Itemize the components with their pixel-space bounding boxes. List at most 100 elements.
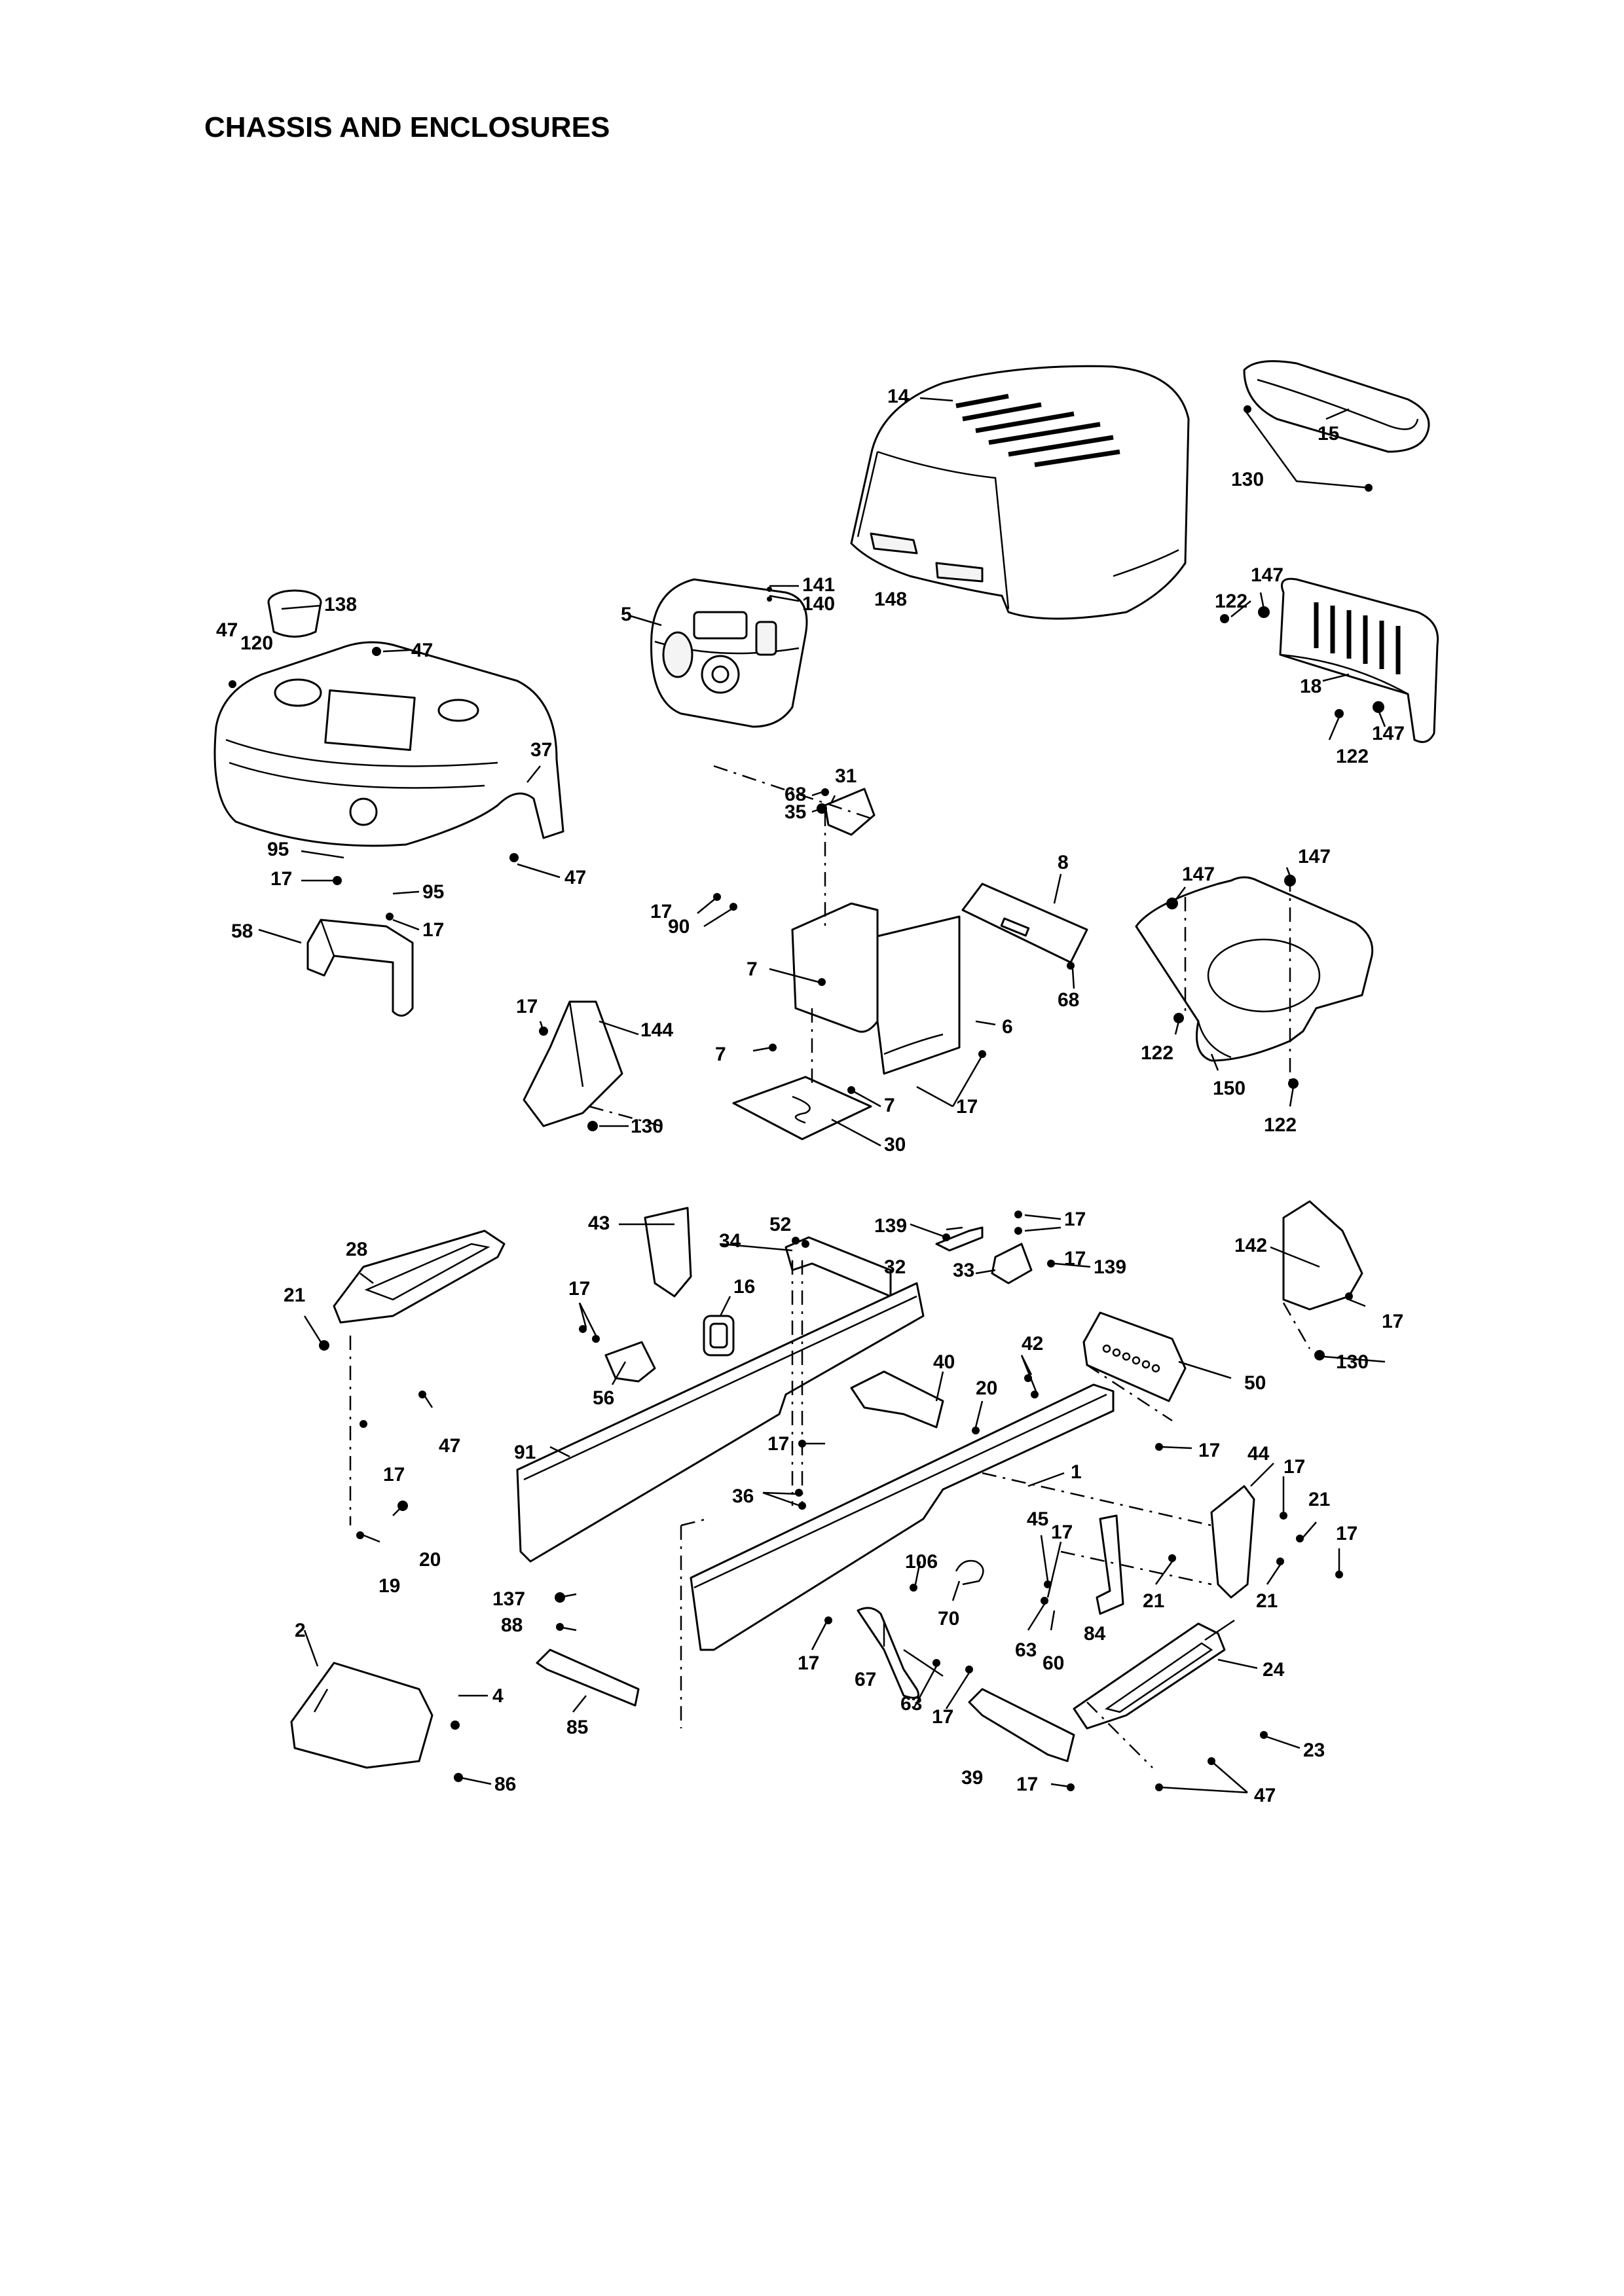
foot-rest-part-24 — [1073, 1622, 1226, 1730]
part-label: 47 — [439, 1435, 460, 1457]
page-title: CHASSIS AND ENCLOSURES — [204, 111, 610, 143]
part-label: 52 — [769, 1214, 791, 1235]
part-label: 15 — [1318, 423, 1339, 445]
link-part-70 — [955, 1559, 984, 1586]
leader-lines — [258, 397, 1386, 1794]
part-label: 1 — [1071, 1461, 1082, 1483]
part-label: 8 — [1058, 852, 1069, 873]
part-label: 42 — [1022, 1333, 1043, 1355]
part-label: 40 — [933, 1351, 955, 1373]
pedal-part-84 — [1096, 1514, 1124, 1615]
part-label: 17 — [767, 1433, 789, 1455]
part-label: 91 — [514, 1442, 536, 1463]
part-label: 17 — [568, 1278, 590, 1300]
part-label: 7 — [884, 1095, 895, 1116]
cup-holder-part-138 — [267, 589, 322, 638]
part-label: 70 — [938, 1608, 959, 1630]
grille-part-18 — [1279, 577, 1439, 743]
part-label: 150 — [1213, 1078, 1246, 1099]
headlight-lens-part-15 — [1243, 360, 1430, 492]
part-label: 17 — [1382, 1311, 1403, 1332]
part-label: 63 — [900, 1693, 922, 1715]
part-label: 17 — [383, 1464, 405, 1485]
part-label: 147 — [1298, 846, 1331, 867]
part-label: 17 — [932, 1706, 953, 1728]
bracket-part-39 — [968, 1688, 1075, 1762]
part-label: 37 — [530, 739, 552, 761]
part-label: 17 — [1198, 1440, 1220, 1461]
frame-rail-part-1 — [690, 1383, 1115, 1651]
bracket-part-144 — [523, 1000, 623, 1127]
dash-panel-part-5 — [650, 578, 808, 728]
part-label: 17 — [1283, 1456, 1305, 1478]
part-label: 2 — [295, 1620, 306, 1641]
part-label: 147 — [1372, 723, 1405, 744]
part-label: 36 — [732, 1485, 754, 1507]
part-label: 21 — [1143, 1590, 1164, 1612]
part-label: 95 — [422, 881, 444, 903]
part-label: 17 — [1051, 1522, 1073, 1543]
part-label: 141 — [802, 574, 835, 596]
part-label: 30 — [884, 1134, 906, 1156]
bracket-part-43 — [644, 1207, 692, 1298]
part-label: 17 — [1336, 1523, 1357, 1544]
part-label: 33 — [953, 1260, 974, 1281]
bar-part-85 — [536, 1649, 640, 1707]
part-label: 7 — [715, 1044, 726, 1065]
part-label: 44 — [1247, 1443, 1270, 1465]
bracket-part-44 — [1210, 1485, 1255, 1599]
part-label: 20 — [419, 1549, 441, 1571]
part-label: 122 — [1215, 591, 1247, 612]
part-label: 137 — [492, 1588, 525, 1610]
part-label: 32 — [884, 1256, 906, 1278]
grommet-part-16 — [703, 1315, 735, 1357]
part-label: 20 — [976, 1377, 997, 1399]
part-label: 56 — [593, 1387, 614, 1409]
part-label: 21 — [284, 1285, 305, 1306]
hood-part-14 — [850, 365, 1190, 620]
part-label: 130 — [1336, 1351, 1369, 1373]
plate-part-8 — [961, 883, 1088, 964]
part-label: 47 — [411, 640, 433, 661]
part-label: 6 — [1002, 1016, 1013, 1038]
part-label: 142 — [1234, 1235, 1267, 1256]
part-label: 23 — [1303, 1740, 1325, 1761]
part-label: 31 — [835, 765, 857, 787]
part-label: 88 — [501, 1614, 523, 1636]
part-label: 139 — [874, 1215, 907, 1237]
part-label: 138 — [324, 594, 357, 615]
frame-rail-part-91 — [516, 1282, 925, 1563]
part-label: 16 — [733, 1276, 755, 1298]
alignment-lines — [349, 765, 1311, 1768]
bracket-part-142 — [1282, 1200, 1363, 1311]
part-label: 67 — [855, 1669, 876, 1690]
part-label: 47 — [564, 867, 586, 888]
part-label: 18 — [1300, 676, 1321, 697]
part-label: 17 — [956, 1096, 978, 1118]
console-part-6 — [791, 902, 961, 1075]
rod-part-67 — [857, 1607, 944, 1699]
part-label: 58 — [231, 920, 253, 942]
bracket-part-58 — [306, 919, 414, 1017]
part-label: 60 — [1043, 1652, 1064, 1674]
part-label: 21 — [1256, 1590, 1278, 1612]
part-label: 39 — [961, 1767, 983, 1789]
bracket-part-56 — [604, 1341, 656, 1383]
part-label: 21 — [1308, 1489, 1330, 1510]
part-label: 17 — [516, 996, 538, 1017]
part-label: 130 — [631, 1116, 663, 1137]
part-label: 90 — [668, 916, 690, 938]
bracket-part-40 — [850, 1370, 944, 1429]
part-label: 17 — [798, 1652, 819, 1674]
part-number-labels: 14 15 130 141 140 148 5 147 122 18 147 1… — [216, 386, 1405, 1806]
part-label: 148 — [874, 589, 907, 610]
part-label: 17 — [1064, 1248, 1086, 1269]
part-label: 17 — [1016, 1774, 1038, 1795]
part-label: 120 — [240, 632, 273, 654]
part-label: 144 — [640, 1019, 673, 1041]
part-label: 47 — [216, 619, 238, 641]
part-label: 86 — [494, 1774, 516, 1795]
part-label: 68 — [1058, 989, 1079, 1011]
part-label: 35 — [784, 801, 806, 823]
